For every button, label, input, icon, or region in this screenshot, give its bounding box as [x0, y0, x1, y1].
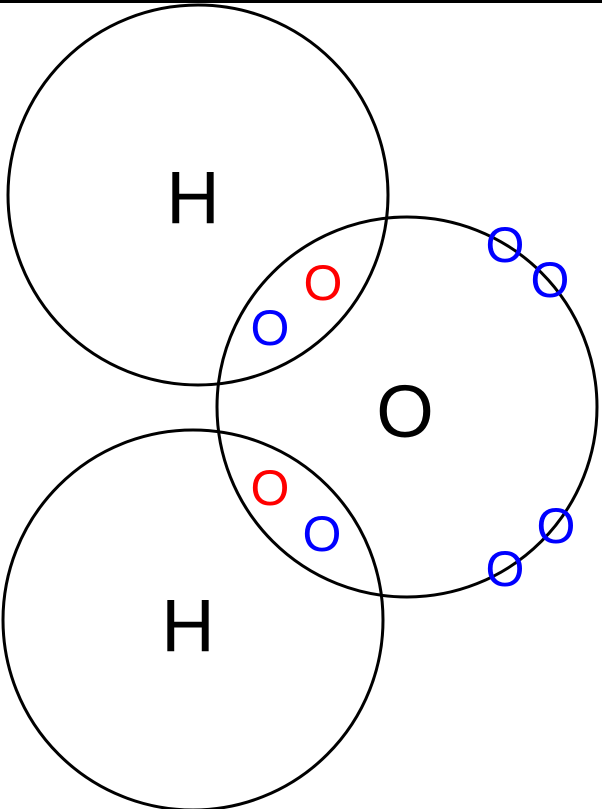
hydrogen-electron-top: O: [304, 255, 343, 311]
hydrogen-top-shell: [6, 3, 390, 387]
oxygen-lone-pair-lower-1: O: [537, 498, 576, 554]
hydrogen-top-label: H: [166, 156, 219, 239]
oxygen-lone-pair-upper-2: O: [531, 252, 570, 308]
oxygen-lone-pair-lower-2: O: [486, 541, 525, 597]
top-border: [0, 0, 602, 3]
oxygen-shell: [215, 215, 599, 599]
oxygen-label: O: [376, 370, 434, 453]
oxygen-lone-pair-upper-1: O: [486, 217, 525, 273]
oxygen-electron-bond-bottom: O: [303, 506, 342, 562]
hydrogen-electron-bottom: O: [251, 460, 290, 516]
oxygen-electron-bond-top: O: [251, 300, 290, 356]
hydrogen-bottom-label: H: [161, 584, 214, 667]
hydrogen-bottom-shell: [1, 428, 385, 809]
